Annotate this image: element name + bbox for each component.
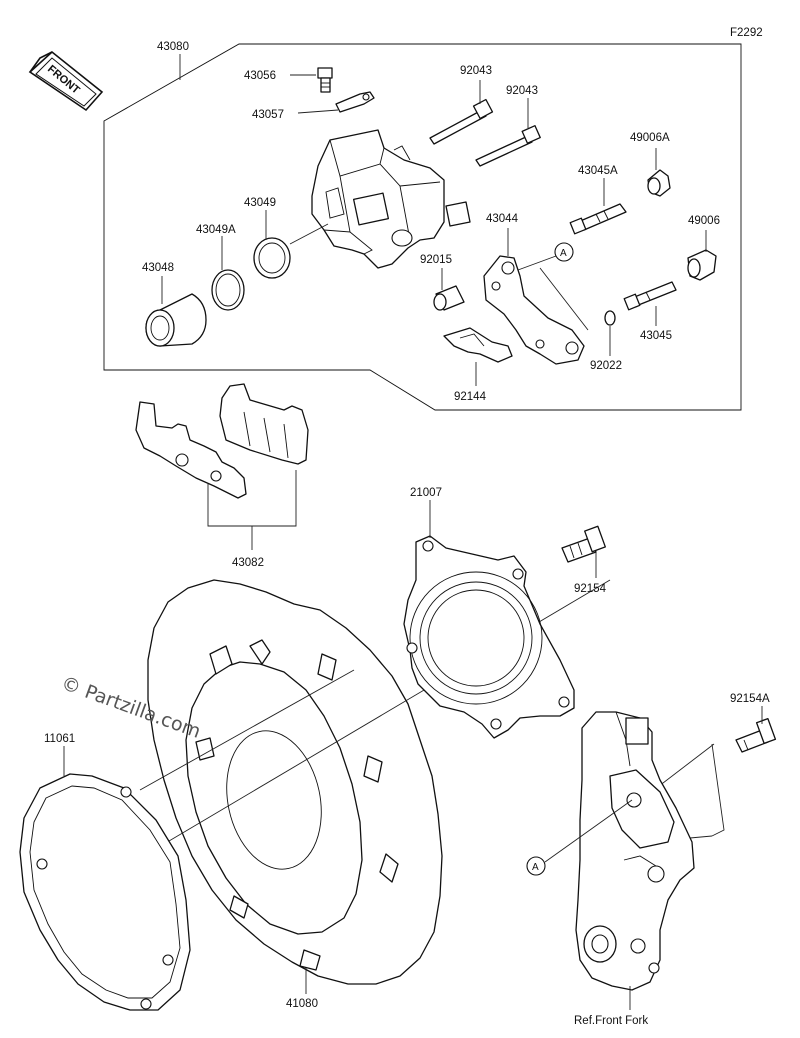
bleeder-cap (335, 91, 375, 113)
label-43080: 43080 (157, 41, 189, 53)
brake-rotor (147, 579, 443, 985)
front-fork-lower (575, 711, 695, 991)
caliper-mount-bolt (735, 717, 777, 753)
label-11061: 11061 (44, 733, 75, 745)
callout-a-upper (554, 242, 574, 262)
ref-front-fork-label: Ref.Front Fork (574, 1015, 648, 1027)
front-arrow-icon: FRONT (28, 50, 104, 112)
brake-pad-right (219, 383, 309, 465)
label-92154A: 92154A (730, 693, 770, 705)
label-21007: 21007 (410, 487, 442, 499)
piston-seal (253, 237, 291, 279)
label-43057: 43057 (252, 109, 284, 121)
label-43044: 43044 (486, 213, 519, 225)
label-92144: 92144 (454, 391, 487, 403)
caliper-pin-a (569, 203, 627, 235)
dust-boot-a (647, 169, 671, 197)
slide-pin-lower (475, 125, 541, 167)
dust-boot (687, 249, 717, 281)
slide-pin-upper (429, 98, 494, 145)
gasket-plate (19, 773, 191, 1011)
label-43049A: 43049A (196, 224, 236, 236)
abs-sensor-ring (403, 535, 575, 739)
label-49006A: 49006A (630, 132, 670, 144)
label-43045: 43045 (640, 330, 672, 342)
washer (604, 310, 616, 326)
bushing (433, 285, 465, 311)
label-43056: 43056 (244, 70, 276, 82)
label-43049: 43049 (244, 197, 276, 209)
figure-code: F2292 (730, 27, 763, 39)
label-92022: 92022 (590, 360, 622, 372)
brake-pad-left (135, 401, 247, 499)
label-92043-b: 92043 (506, 85, 538, 97)
caliper-bracket (483, 255, 585, 365)
caliper-pin (623, 281, 677, 311)
label-43082: 43082 (232, 557, 264, 569)
callout-a-lower-letter: A (532, 862, 539, 873)
label-92015: 92015 (420, 254, 452, 266)
callout-a-lower (526, 856, 546, 876)
label-43045A: 43045A (578, 165, 618, 177)
label-92154: 92154 (574, 583, 607, 595)
bleeder-valve (317, 67, 333, 93)
label-43048: 43048 (142, 262, 174, 274)
label-49006: 49006 (688, 215, 720, 227)
piston (145, 293, 207, 347)
rotor-bolt (561, 525, 606, 563)
pad-spring (443, 327, 513, 363)
caliper-body (311, 129, 471, 269)
label-92043-a: 92043 (460, 65, 492, 77)
label-41080: 41080 (286, 998, 318, 1010)
callout-a-upper-letter: A (560, 248, 567, 259)
piston-seal-a (211, 269, 245, 311)
caliper-assembly-frame (103, 43, 742, 411)
